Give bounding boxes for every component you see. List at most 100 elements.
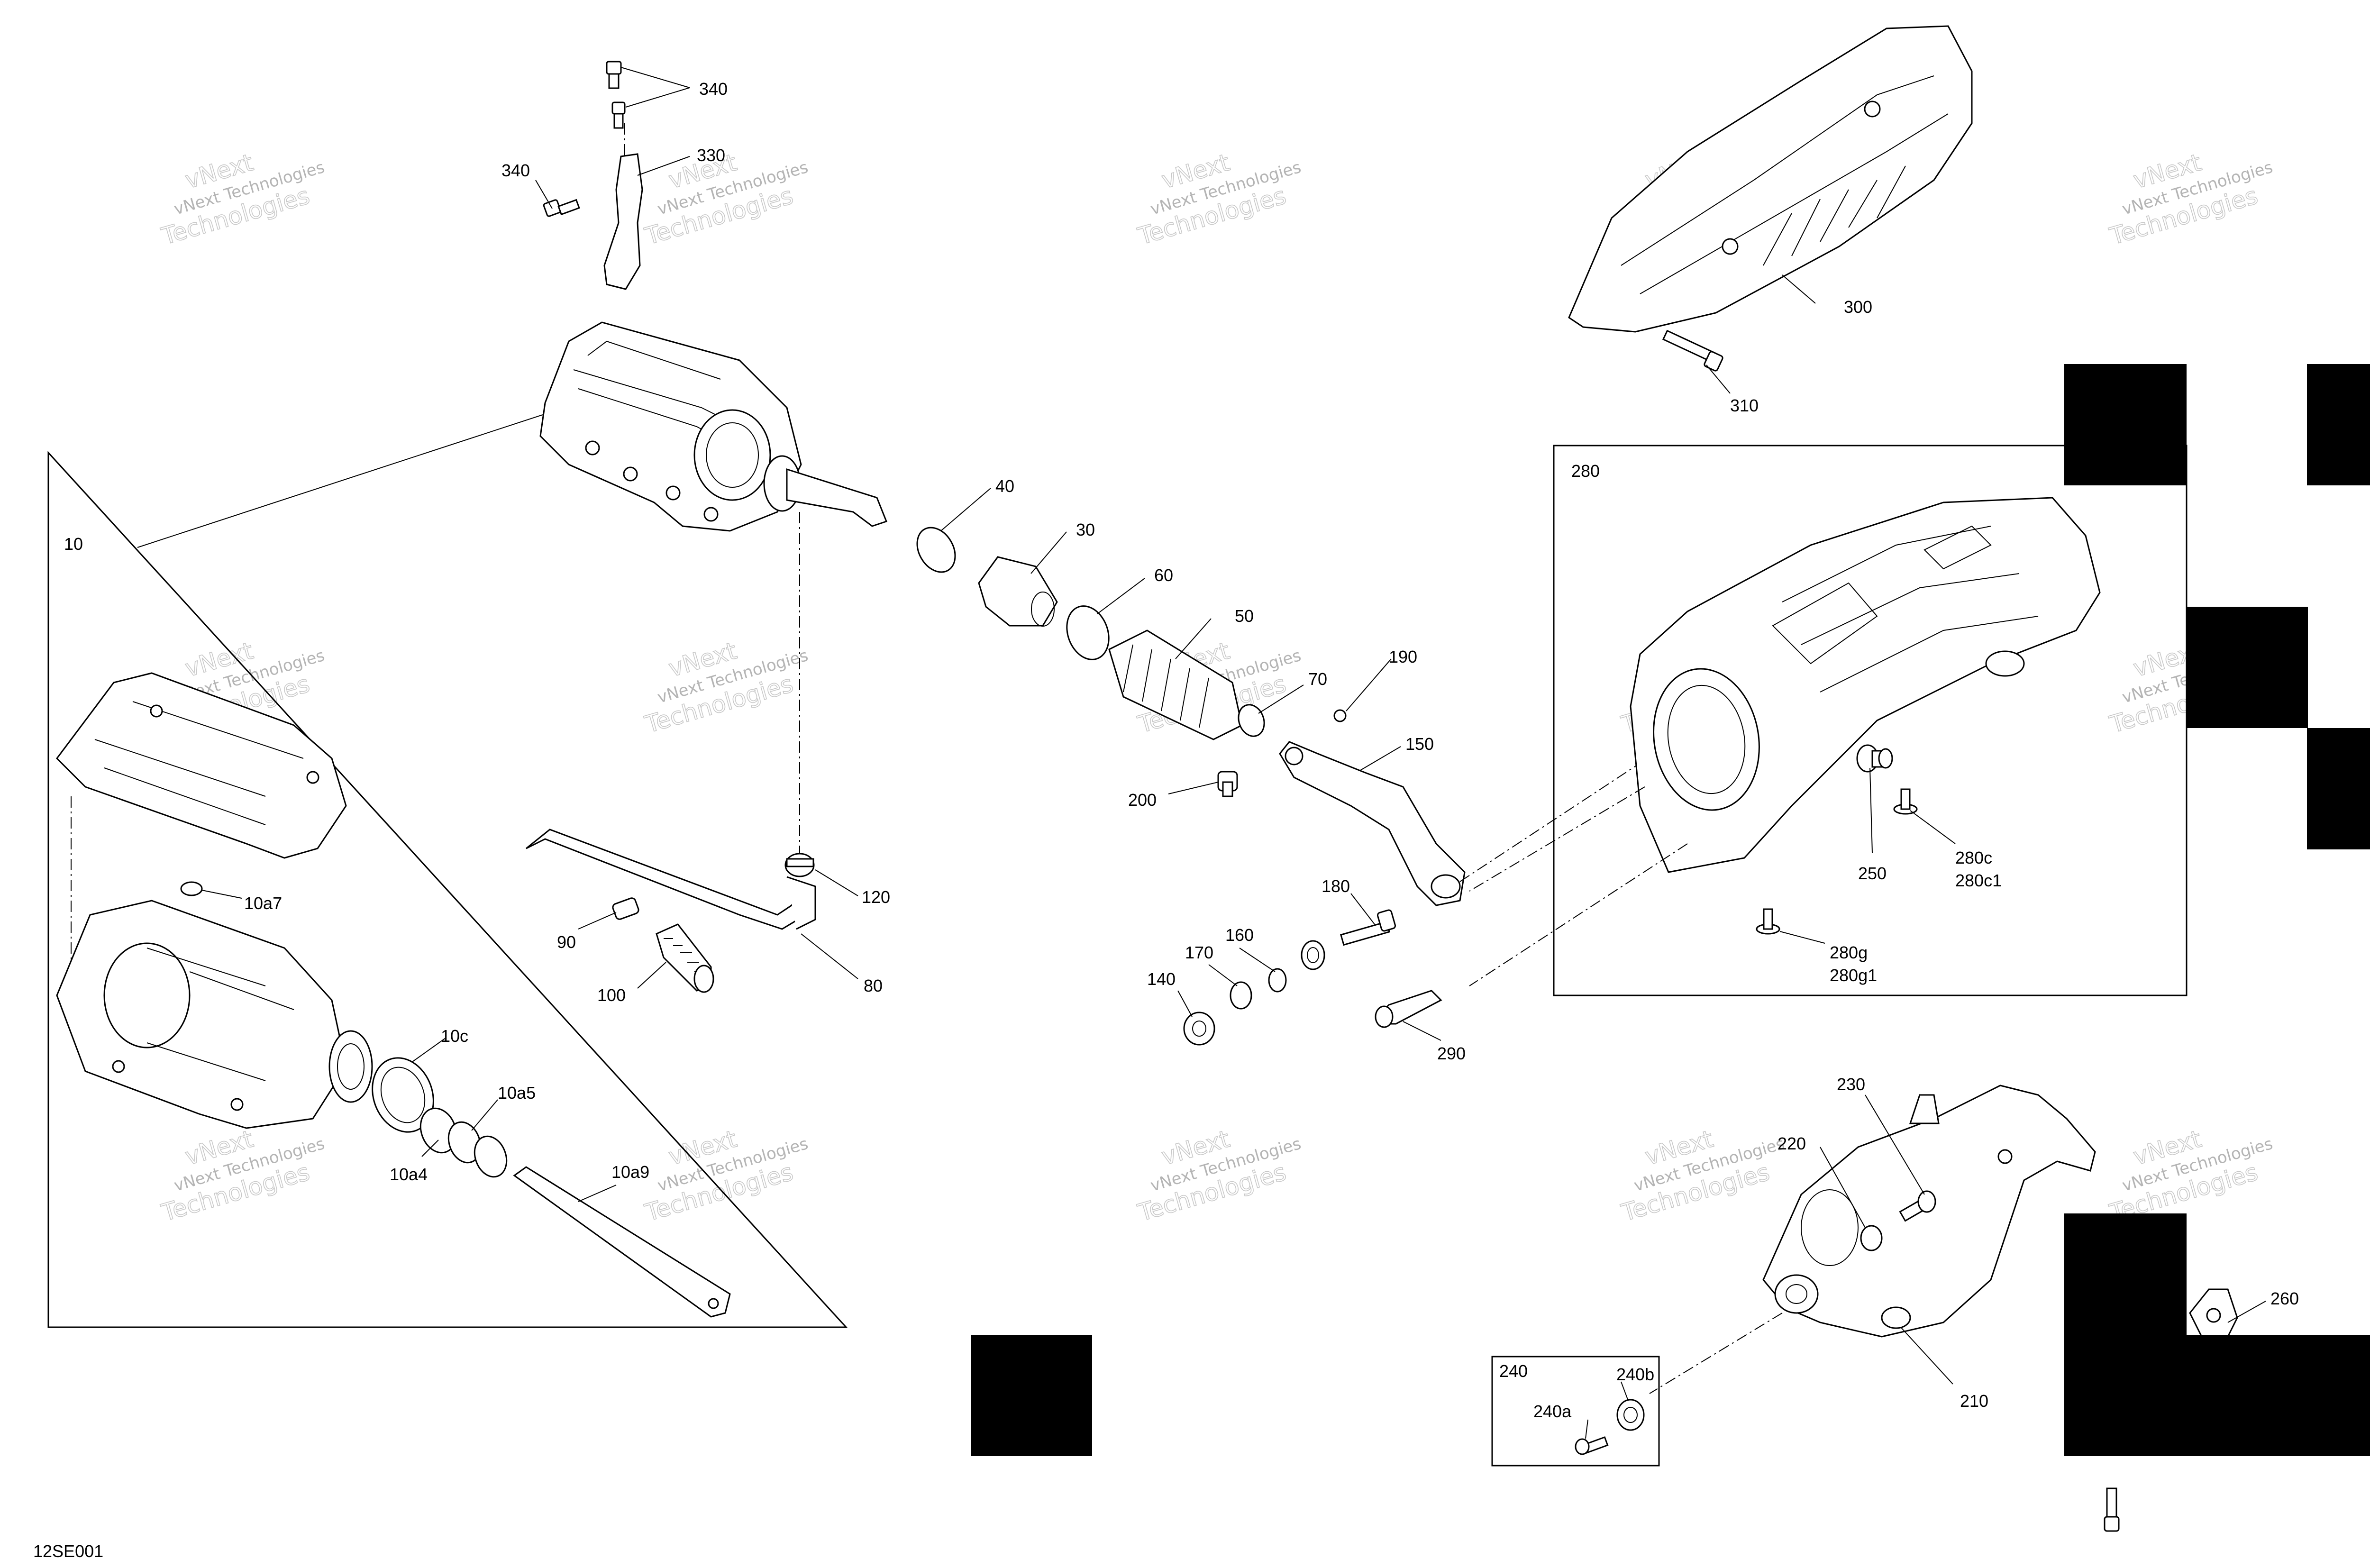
spacer-180b — [1301, 940, 1325, 970]
screw-280g — [1756, 908, 1780, 935]
shaft-10a9 — [513, 1166, 731, 1318]
callout-200: 200 — [1128, 790, 1157, 810]
fitting-250 — [1856, 744, 1893, 773]
parts — [56, 25, 2238, 1532]
callout-330: 330 — [697, 146, 725, 165]
callout-50: 50 — [1235, 606, 1254, 626]
leader-lines — [201, 67, 2266, 1439]
callout-280c1: 280c1 — [1955, 871, 2002, 890]
link-axis — [1459, 763, 1641, 882]
callout-280: 280 — [1571, 461, 1600, 481]
callout-100: 100 — [597, 985, 626, 1005]
pipe-80 — [526, 829, 816, 930]
actuator-motor-assembly — [539, 321, 887, 532]
callout-10a4: 10a4 — [390, 1165, 428, 1184]
callout-80: 80 — [864, 976, 883, 995]
fitting-90 — [612, 897, 639, 920]
callout-290: 290 — [1437, 1044, 1466, 1063]
nut-140 — [1183, 1012, 1215, 1046]
callout-90: 90 — [557, 932, 576, 952]
intake-axis-2 — [1469, 843, 1688, 986]
callout-30: 30 — [1076, 520, 1095, 539]
redaction-block — [2064, 1213, 2187, 1456]
callout-10a7: 10a7 — [244, 893, 282, 913]
redaction-block — [2307, 728, 2370, 849]
redaction-block — [2187, 607, 2308, 728]
callout-120: 120 — [862, 887, 890, 907]
clip-40 — [916, 527, 956, 573]
callout-70: 70 — [1308, 669, 1327, 689]
redaction-block — [971, 1335, 1092, 1456]
washer-220 — [1860, 1225, 1883, 1251]
ring-10c — [372, 1057, 434, 1133]
redaction-block — [2064, 364, 2187, 485]
callout-310: 310 — [1730, 396, 1759, 415]
clamp-120 — [784, 853, 815, 877]
bolt-240a — [1575, 1436, 1609, 1455]
screw-190 — [1333, 709, 1347, 722]
diagram-code: 12SE001 — [33, 1541, 103, 1561]
callout-280g1: 280g1 — [1830, 966, 1877, 985]
callout-250: 250 — [1858, 864, 1887, 883]
bushing-240b — [1616, 1399, 1645, 1431]
watermark: vNext vNext Technologies Technologies — [158, 148, 327, 251]
washer-160 — [1268, 968, 1287, 993]
callout-240b: 240b — [1616, 1365, 1654, 1384]
bolt-230 — [1899, 1190, 1936, 1222]
callout-190: 190 — [1389, 647, 1417, 666]
ring-60 — [1066, 605, 1110, 660]
callout-170: 170 — [1185, 943, 1213, 962]
watermark: vNext vNext Technologies Technologies — [1618, 1125, 1787, 1227]
cover-300 — [1568, 25, 1973, 333]
bottom-screw — [2104, 1487, 2120, 1532]
callout-180: 180 — [1322, 876, 1350, 896]
callout-10c: 10c — [441, 1026, 468, 1046]
part-260 — [2189, 1288, 2238, 1342]
bracket-axis — [1649, 1313, 1783, 1394]
ring-10a5-a — [447, 1121, 482, 1164]
washer-170 — [1230, 981, 1252, 1010]
screw-340-left — [543, 199, 580, 217]
pin-200 — [1217, 771, 1238, 797]
watermark: vNext vNext Technologies Technologies — [641, 637, 810, 739]
detail-motor-10 — [56, 900, 373, 1129]
callout-150: 150 — [1405, 734, 1434, 754]
screw-310 — [1662, 329, 1723, 372]
nut-30 — [978, 556, 1058, 627]
screw-340-top — [606, 61, 626, 129]
bolt-180 — [1340, 909, 1396, 946]
callout-40: 40 — [995, 476, 1014, 496]
callout-240: 240 — [1499, 1361, 1528, 1381]
detail-leader-line — [137, 414, 543, 548]
redaction-block — [2307, 364, 2370, 485]
shift-lever-330 — [603, 153, 643, 290]
redaction-blocks — [971, 364, 2370, 1456]
callout-10a9: 10a9 — [611, 1162, 649, 1182]
callout-220: 220 — [1778, 1134, 1806, 1153]
callout-260: 260 — [2270, 1289, 2299, 1308]
callout-240a: 240a — [1533, 1402, 1572, 1421]
link-arm-150 — [1279, 741, 1466, 906]
o-ring-10a7 — [180, 881, 203, 896]
detail-cover-10 — [56, 672, 347, 859]
watermark: vNext vNext Technologies Technologies — [1134, 1125, 1303, 1227]
air-intake-280 — [1630, 497, 2101, 873]
screw-280c — [1893, 788, 1918, 815]
kit-240-box-frame — [1491, 1356, 1660, 1467]
bellows-50 — [1108, 629, 1243, 740]
detail-triangle-frame — [47, 451, 848, 1328]
callout-160: 160 — [1225, 925, 1254, 945]
clamp-70 — [1238, 704, 1265, 737]
callout-280c: 280c — [1955, 848, 1992, 867]
callout-10: 10 — [64, 534, 83, 554]
intake-axis-1 — [1469, 786, 1645, 892]
callout-labels: 340 340 330 300 310 10 40 30 60 50 70 19… — [33, 79, 2299, 1561]
callout-280g: 280g — [1830, 943, 1868, 962]
callout-140: 140 — [1147, 969, 1176, 989]
fitting-290 — [1375, 990, 1442, 1028]
spring-100 — [656, 923, 714, 993]
ring-10a5-b — [474, 1135, 508, 1178]
redaction-block — [2187, 1335, 2370, 1456]
callout-340: 340 — [501, 161, 530, 180]
